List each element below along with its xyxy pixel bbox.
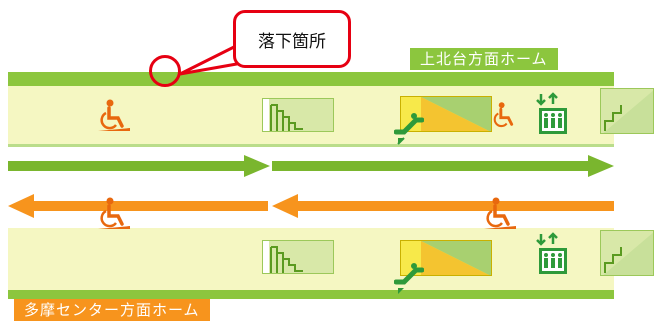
stairs-graphic-lower (263, 241, 303, 273)
arrow-right-icon (8, 155, 270, 177)
fall-location-marker (149, 55, 181, 87)
arrow-right-icon (272, 155, 614, 177)
stairs-icon (600, 230, 654, 276)
elevator-icon (536, 92, 567, 134)
escalator-icon (394, 263, 424, 294)
wheelchair-icon (484, 197, 516, 229)
stairs-graphic-right (603, 90, 653, 133)
stairs-graphic (263, 99, 303, 131)
stairs-graphic-lower-right (603, 232, 653, 275)
lower-platform-label: 多摩センター方面ホーム (14, 299, 210, 321)
fall-location-callout: 落下箇所 (233, 10, 351, 68)
upper-platform-label: 上北台方面ホーム (410, 48, 558, 70)
escalator-icon (394, 113, 424, 145)
arrow-left-icon (8, 194, 268, 218)
upper-platform-edge (8, 72, 614, 86)
wheelchair-icon (98, 197, 130, 229)
wheelchair-icon (493, 102, 514, 128)
wheelchair-icon (98, 99, 130, 131)
lower-platform-edge (8, 290, 614, 299)
escalator-area (400, 240, 492, 276)
escalator-graphic-lower (401, 241, 491, 275)
callout-text: 落下箇所 (258, 31, 326, 52)
stairs-icon (600, 88, 654, 134)
upper-platform-bottom-edge (8, 144, 614, 147)
elevator-icon (536, 232, 567, 274)
stairs-icon (262, 98, 334, 132)
arrow-left-icon (272, 194, 614, 218)
stairs-icon (262, 240, 334, 274)
